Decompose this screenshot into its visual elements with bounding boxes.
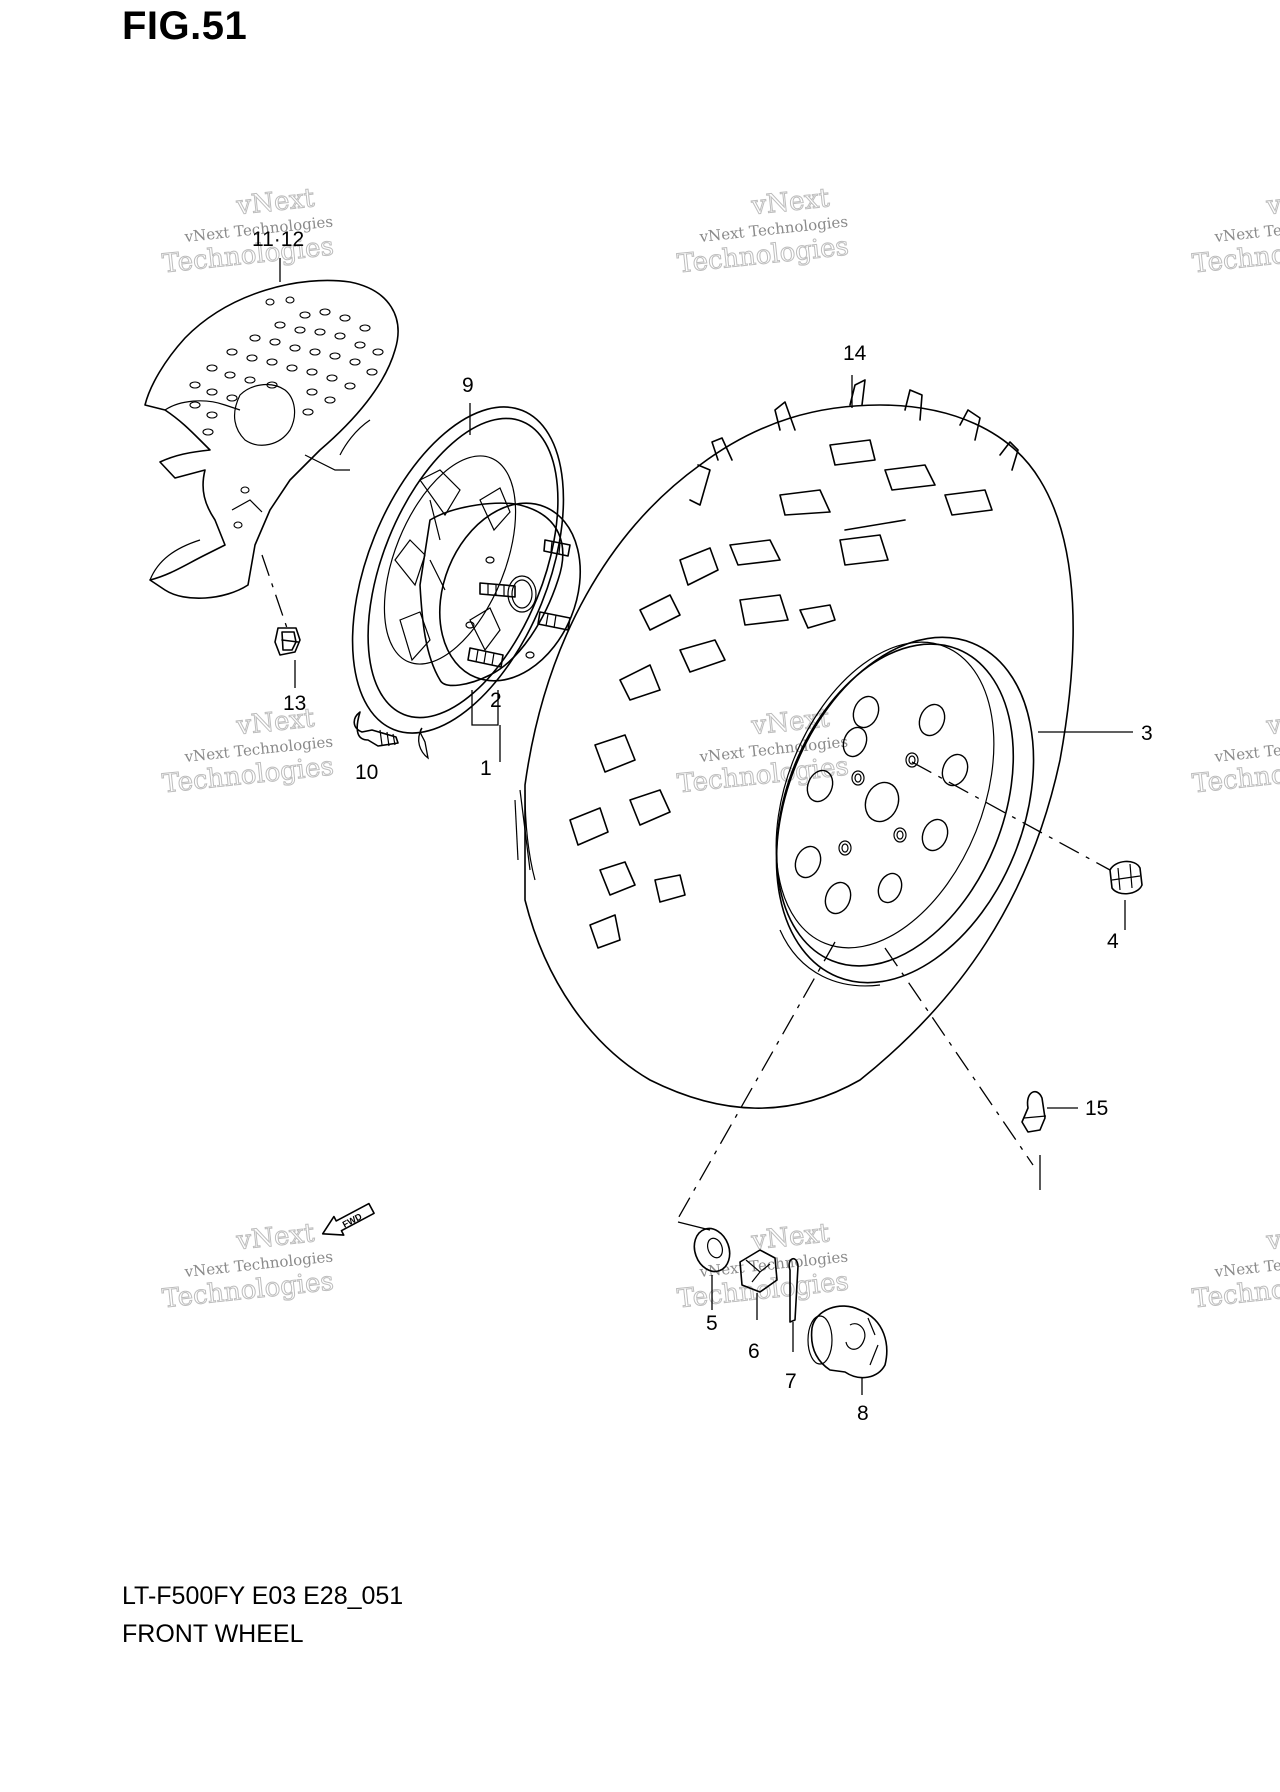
diagram-name: FRONT WHEEL (122, 1620, 304, 1648)
callout-13: 13 (283, 692, 306, 715)
watermark: vNext vNext Technologies Technologies (160, 183, 335, 280)
svg-text:vNext: vNext (1264, 703, 1280, 741)
svg-text:vNext: vNext (1264, 1218, 1280, 1256)
watermark: vNext vNext Technologies Technologies (160, 1218, 335, 1315)
callout-7: 7 (785, 1370, 797, 1393)
callout-2: 2 (490, 689, 502, 712)
callout-5: 5 (706, 1312, 718, 1335)
watermark: vNext vNext Technologies Technologies (160, 703, 335, 800)
bolt-10 (353, 711, 399, 747)
model-code: LT-F500FY E03 E28_051 (122, 1582, 404, 1610)
leader-lines (261, 258, 1133, 1395)
forward-arrow-icon: FWD (321, 1202, 375, 1236)
wheel-hub (419, 499, 582, 687)
watermark: vNext vNext Technologies Technologies (1190, 1218, 1280, 1315)
brake-disc-cover (144, 279, 399, 599)
watermark-group: vNext vNext Technologies Technologies vN… (160, 183, 1280, 1315)
callout-8: 8 (857, 1402, 869, 1425)
lug-nut-4 (1109, 860, 1143, 895)
watermark: vNext vNext Technologies Technologies (675, 1218, 850, 1315)
rim-holes (794, 695, 969, 915)
callout-9: 9 (462, 374, 474, 397)
callout-6: 6 (748, 1340, 760, 1363)
brake-disc (351, 406, 565, 734)
callout-14: 14 (843, 342, 867, 365)
cotter-pin-7 (788, 1258, 799, 1323)
callout-11-12: 11·12 (252, 228, 304, 251)
watermark: vNext vNext Technologies Technologies (1190, 703, 1280, 800)
figure-title: FIG.51 (122, 4, 248, 48)
washer-5 (693, 1227, 731, 1273)
svg-text:FWD: FWD (341, 1211, 364, 1230)
callout-3: 3 (1141, 722, 1153, 745)
rim (775, 636, 1035, 987)
watermark: vNext vNext Technologies Technologies (1190, 183, 1280, 280)
watermark: vNext vNext Technologies Technologies (675, 183, 850, 280)
vent-holes (189, 296, 384, 529)
callout-15: 15 (1085, 1097, 1108, 1120)
callout-10: 10 (355, 761, 378, 784)
tread-pattern (569, 379, 1019, 949)
castle-nut-6 (739, 1249, 778, 1293)
callout-labels: 11·12 9 14 13 2 10 1 3 4 15 5 6 7 8 (252, 228, 1153, 1425)
callout-4: 4 (1107, 930, 1119, 953)
watermark: vNext vNext Technologies Technologies (675, 703, 850, 800)
tire (514, 379, 1074, 1109)
bolt-13 (274, 627, 301, 656)
valve-15 (1021, 1090, 1047, 1133)
svg-text:vNext: vNext (1264, 183, 1280, 221)
callout-1: 1 (480, 757, 492, 780)
hub-cap-8 (807, 1305, 888, 1379)
